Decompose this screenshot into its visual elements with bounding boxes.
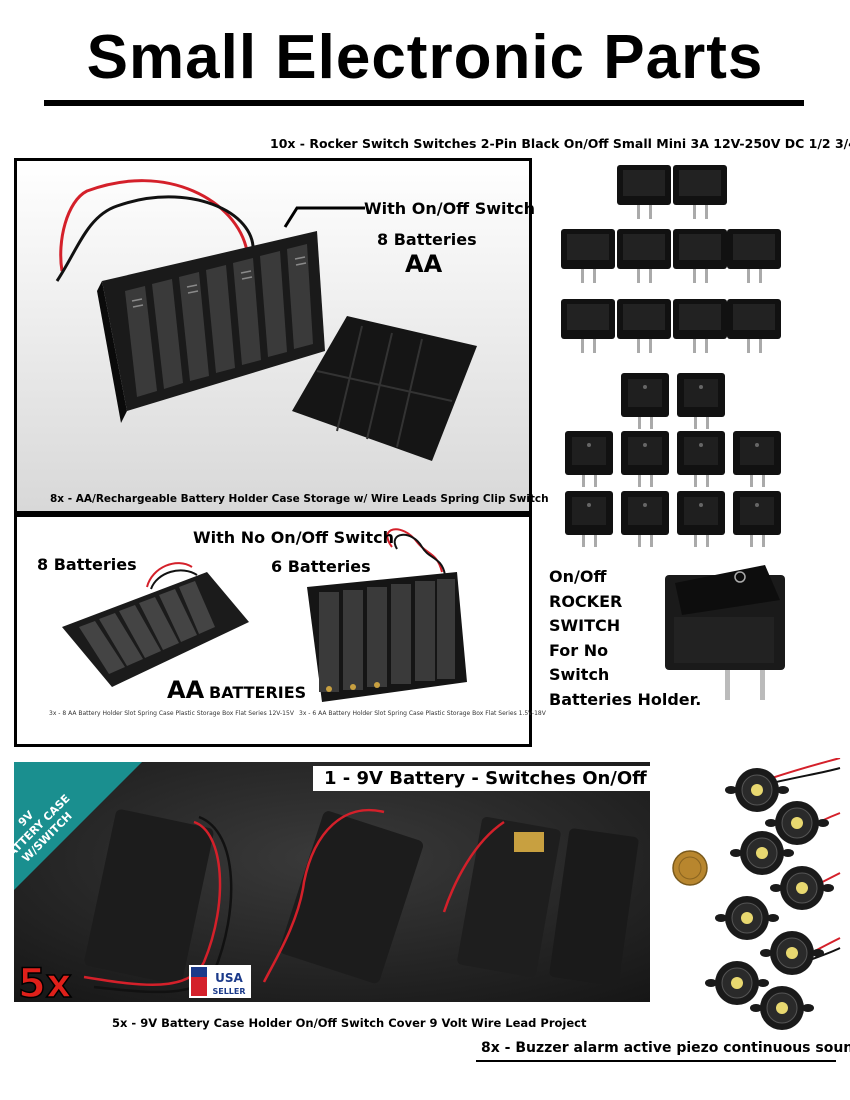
nine-volt-banner: 1 - 9V Battery - Switches On/Off bbox=[313, 766, 658, 791]
left-holder-tiny-caption: 3x - 8 AA Battery Holder Slot Spring Cas… bbox=[49, 710, 294, 717]
left-eight-batteries-label: 8 Batteries bbox=[37, 555, 137, 574]
right-six-batteries-label: 6 Batteries bbox=[271, 557, 371, 576]
aa-switch-holder-photo bbox=[17, 161, 529, 511]
aa-label: AA bbox=[405, 250, 443, 278]
usa-badge-line-2: SELLER bbox=[212, 987, 245, 996]
no-switch-header: With No On/Off Switch bbox=[193, 528, 394, 547]
buzzer-caption: 8x - Buzzer alarm active piezo continuou… bbox=[481, 1040, 850, 1056]
quantity-5x: 5x bbox=[18, 961, 72, 1002]
right-holder-tiny-caption: 3x - 6 AA Battery Holder Slot Spring Cas… bbox=[299, 710, 546, 717]
rocker-side-line-2: ROCKER bbox=[549, 591, 623, 611]
usa-badge-line-1: USA bbox=[215, 971, 243, 985]
rocker-switch-grid-photo bbox=[561, 165, 781, 547]
page-title: Small Electronic Parts bbox=[86, 23, 764, 92]
rocker-side-line-1: On/Off bbox=[549, 567, 607, 586]
rocker-side-line-6: Batteries Holder. bbox=[549, 689, 702, 709]
rocker-switch-caption: 10x - Rocker Switch Switches 2-Pin Black… bbox=[270, 136, 850, 151]
nine-volt-holder-photo: 9V BATTERY CASE W/SWITCH USA SELLER 5x bbox=[14, 762, 650, 1002]
rocker-side-line-4: For No bbox=[549, 640, 609, 660]
buzzer-photo bbox=[662, 758, 842, 1030]
aa-batteries-label-small: BATTERIES bbox=[209, 683, 307, 702]
rocker-side-label: On/Off ROCKER SWITCH For No Switch Batte… bbox=[549, 565, 701, 712]
eight-batteries-label: 8 Batteries bbox=[377, 230, 477, 249]
buzzer-caption-underline bbox=[476, 1060, 836, 1062]
aa-switch-holder-caption: 8x - AA/Rechargeable Battery Holder Case… bbox=[50, 493, 549, 505]
aa-batteries-label-big: AA bbox=[167, 676, 205, 704]
on-off-switch-label: With On/Off Switch bbox=[364, 199, 536, 218]
rocker-side-line-3: SWITCH bbox=[549, 616, 621, 635]
rocker-side-line-5: Switch bbox=[549, 665, 610, 684]
large-rocker-switch-photo bbox=[665, 565, 785, 700]
title-underline bbox=[44, 100, 804, 106]
nine-volt-caption: 5x - 9V Battery Case Holder On/Off Switc… bbox=[112, 1016, 587, 1030]
aa-no-switch-photo bbox=[17, 517, 529, 744]
